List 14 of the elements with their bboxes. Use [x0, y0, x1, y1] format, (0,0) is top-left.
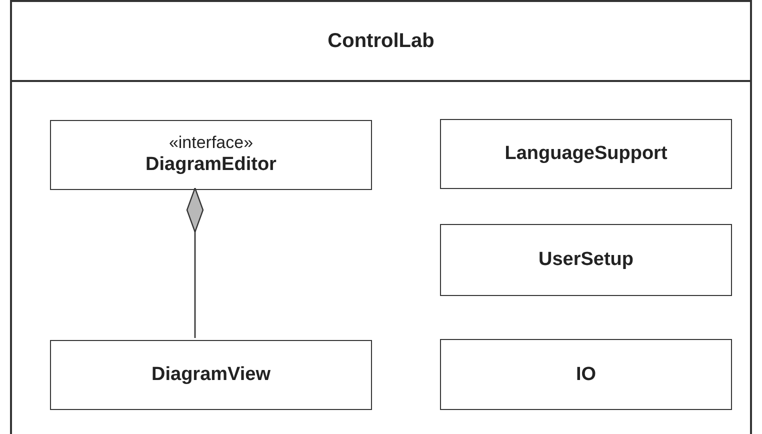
stereotype-label: «interface» — [168, 133, 254, 153]
package-name: ControlLab — [328, 29, 434, 54]
class-name: UserSetup — [538, 248, 634, 272]
class-name: DiagramView — [152, 363, 270, 387]
class-name: DiagramEditor — [146, 153, 276, 177]
class-box — [440, 119, 732, 189]
class-name: IO — [576, 362, 596, 386]
class-box — [50, 340, 372, 410]
class-name: LanguageSupport — [504, 142, 668, 166]
package-frame — [10, 0, 752, 434]
aggregation-line — [186, 187, 204, 338]
class-box — [440, 339, 732, 410]
class-box — [50, 120, 372, 190]
class-box — [440, 224, 732, 296]
